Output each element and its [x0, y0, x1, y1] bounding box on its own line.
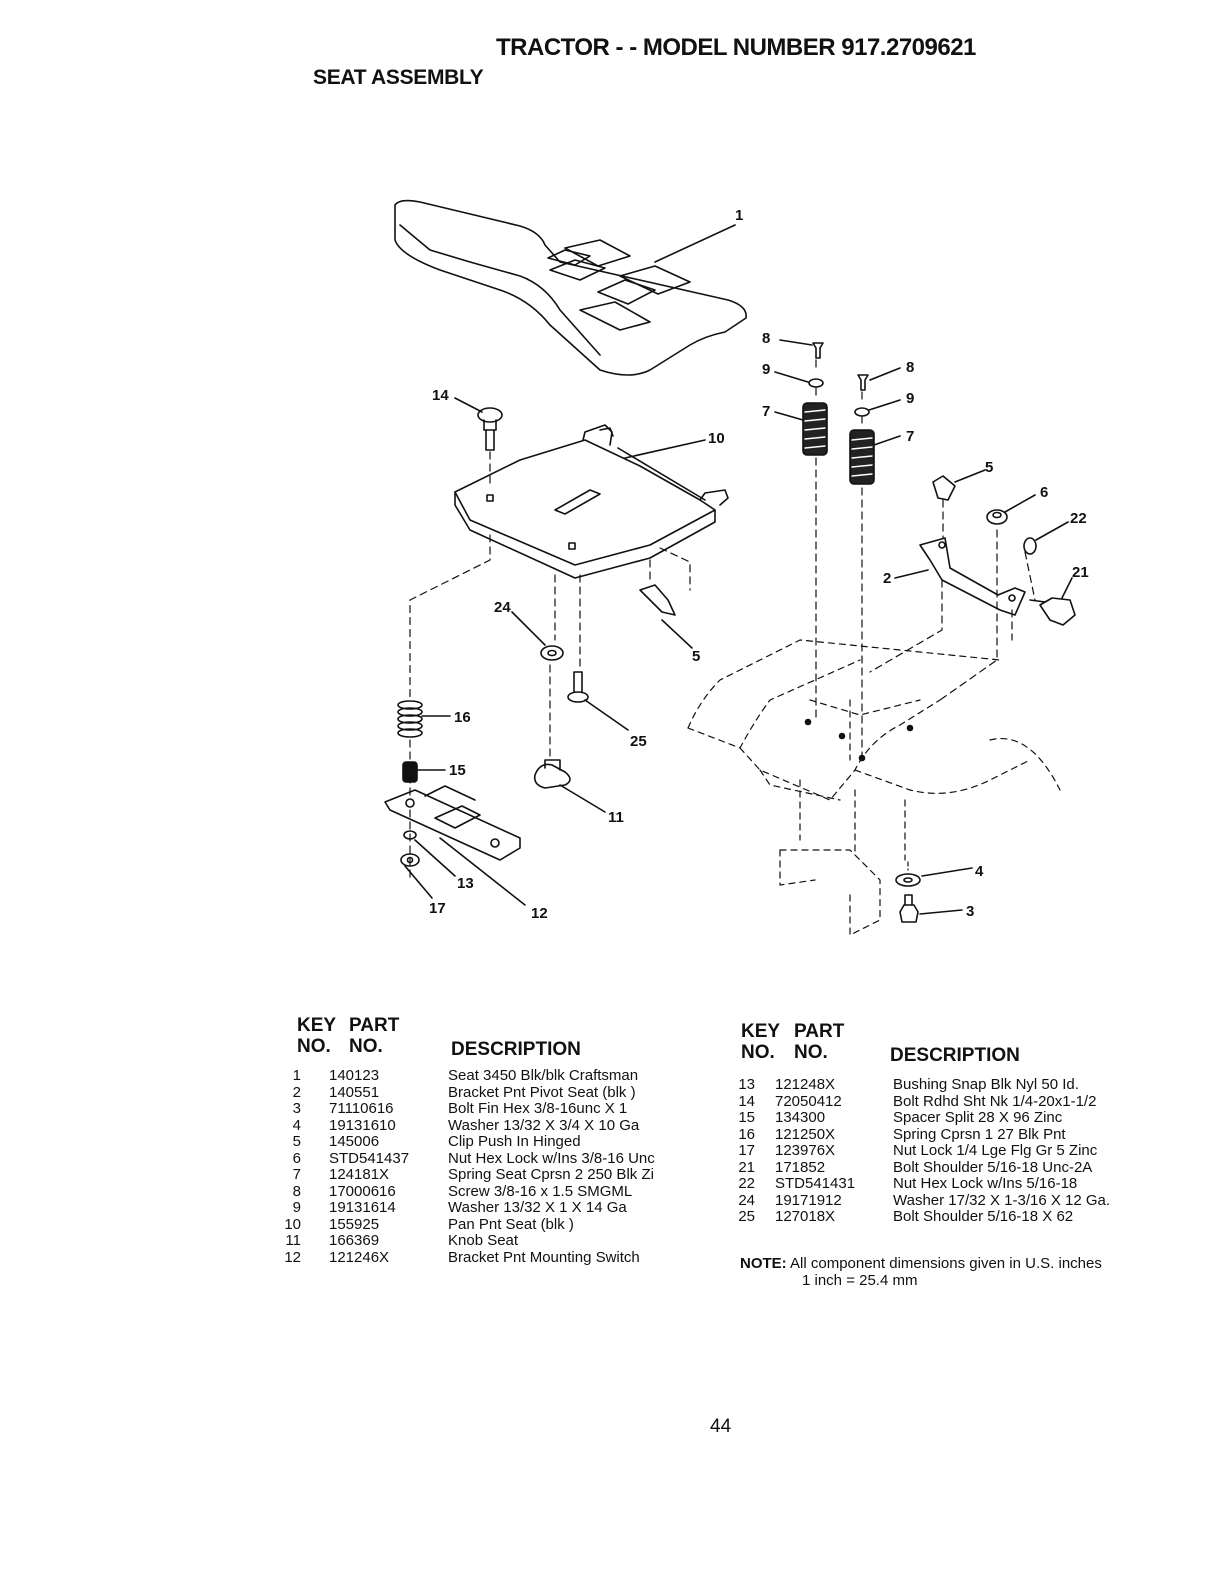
- bolt-shoulder-part: [567, 671, 589, 703]
- spring-part: [397, 700, 423, 738]
- fender-outline: [687, 639, 1061, 936]
- note-label: NOTE:: [740, 1255, 787, 1272]
- callout-2: 2: [883, 570, 891, 587]
- seat-pan-part: [454, 424, 729, 579]
- column-header-key-no: NO.: [297, 1036, 331, 1057]
- callout-22: 22: [1070, 510, 1087, 527]
- seat-assembly-diagram: 1 14 10 8 9 8 9 7 7 5 6 22 2 21 24 5 16 …: [384, 199, 1089, 936]
- column-header-description: DESCRIPTION: [890, 1045, 1020, 1066]
- pivot-bracket-part: [919, 475, 1076, 626]
- callout-5: 5: [985, 459, 993, 476]
- spring-screw-stack-right: [849, 374, 875, 485]
- clip-part: [639, 584, 676, 616]
- callout-3: 3: [966, 903, 974, 920]
- page-title: TRACTOR - - MODEL NUMBER 917.2709621: [496, 34, 976, 61]
- callout-25: 25: [630, 733, 647, 750]
- column-header-description: DESCRIPTION: [451, 1039, 581, 1060]
- column-header-part: PART: [349, 1015, 400, 1036]
- callout-17: 17: [429, 900, 446, 917]
- dimension-note: NOTE: All component dimensions given in …: [740, 1255, 1102, 1289]
- section-title: SEAT ASSEMBLY: [313, 66, 484, 89]
- knob-part: [533, 759, 571, 789]
- callout-12: 12: [531, 905, 548, 922]
- callout-10: 10: [708, 430, 725, 447]
- seat-part: [394, 199, 747, 376]
- callout-24: 24: [494, 599, 511, 616]
- callout-7: 7: [762, 403, 770, 420]
- callout-5: 5: [692, 648, 700, 665]
- column-header-part: PART: [794, 1021, 845, 1042]
- column-header-key: KEY: [741, 1021, 781, 1042]
- callout-8: 8: [906, 359, 914, 376]
- callout-9: 9: [762, 361, 770, 378]
- callout-4: 4: [975, 863, 984, 880]
- callout-21: 21: [1072, 564, 1089, 581]
- callout-15: 15: [449, 762, 466, 779]
- column-header-key-no: NO.: [741, 1042, 775, 1063]
- spring-screw-stack-left: [802, 342, 828, 456]
- callout-6: 6: [1040, 484, 1048, 501]
- note-conversion: 1 inch = 25.4 mm: [802, 1272, 918, 1289]
- column-header-key: KEY: [297, 1015, 337, 1036]
- bolt-part: [477, 407, 503, 451]
- page-number: 44: [710, 1416, 732, 1437]
- callout-14: 14: [432, 387, 449, 404]
- callout-13: 13: [457, 875, 474, 892]
- callout-7: 7: [906, 428, 914, 445]
- mounting-bracket-part: [384, 785, 521, 861]
- callout-16: 16: [454, 709, 471, 726]
- note-text: All component dimensions given in U.S. i…: [790, 1255, 1102, 1272]
- callout-9: 9: [906, 390, 914, 407]
- spacer-part: [402, 761, 418, 783]
- callout-1: 1: [735, 207, 743, 224]
- column-header-part-no: NO.: [349, 1036, 383, 1057]
- callout-8: 8: [762, 330, 770, 347]
- callout-11: 11: [608, 809, 624, 826]
- column-header-part-no: NO.: [794, 1042, 828, 1063]
